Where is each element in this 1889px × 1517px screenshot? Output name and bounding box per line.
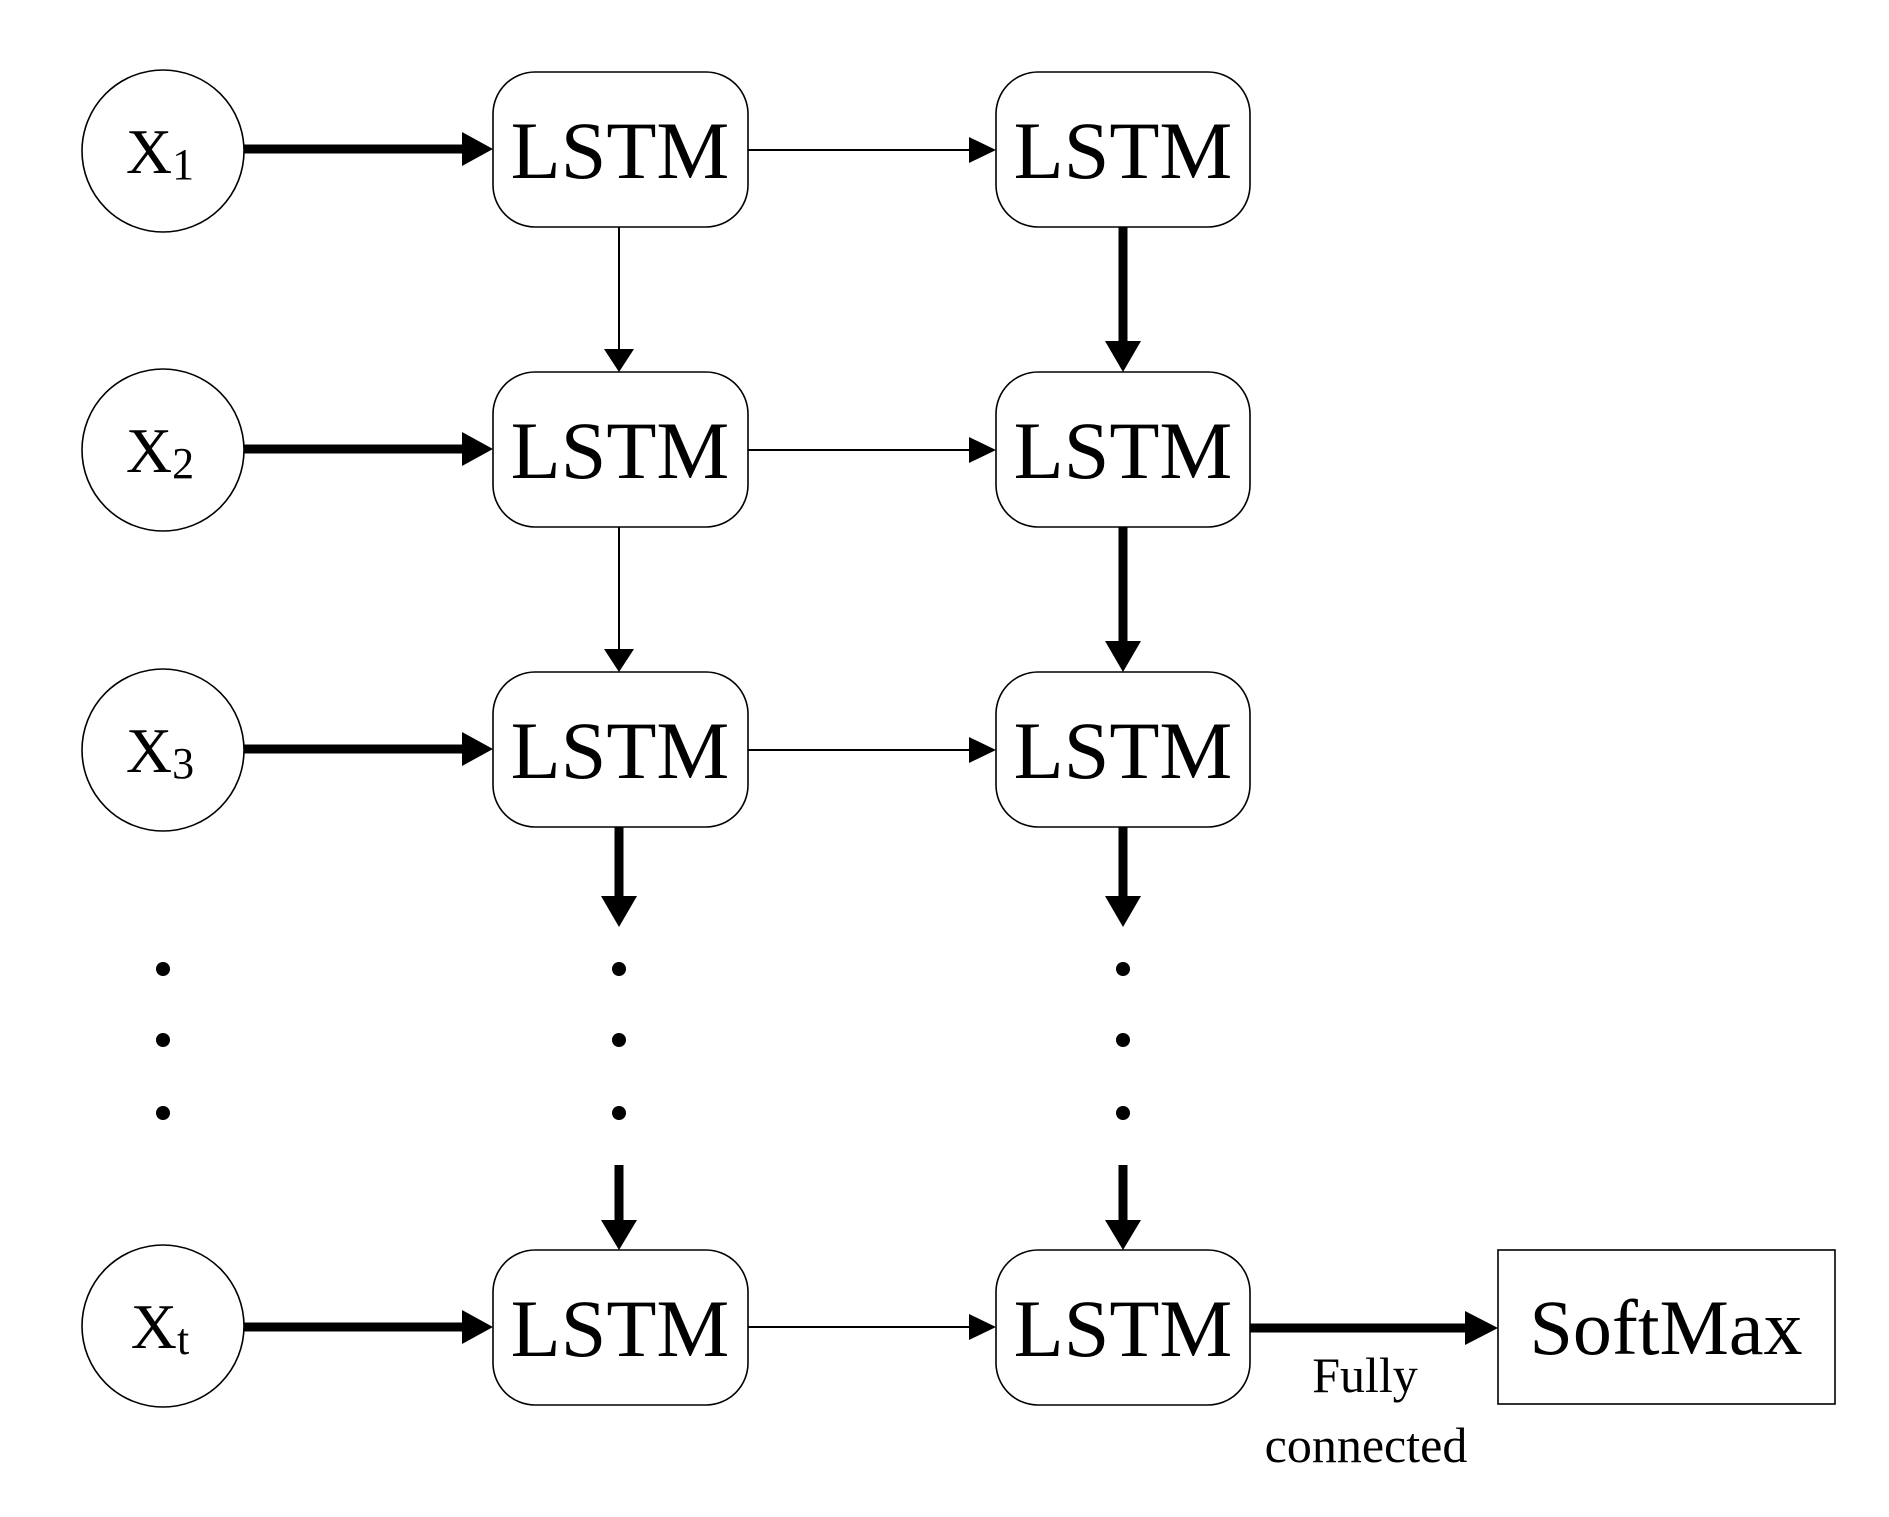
arrow-head (462, 1310, 493, 1344)
input-column-ellipsis (156, 962, 170, 1120)
input-label-x2: X2 (126, 415, 194, 488)
arrow-head (1105, 641, 1141, 672)
input-node-x3: X3 (81, 668, 245, 832)
softmax-node: SoftMax (1497, 1249, 1836, 1405)
lstm-layer2-cell-t: LSTM (995, 1249, 1251, 1406)
fully-connected-label-line2: connected (1265, 1417, 1468, 1473)
arrow-layer2-row2-to-row3 (1105, 527, 1141, 672)
arrow-layer1-to-layer2-row1 (748, 137, 996, 163)
lstm-box-label: LSTM (511, 405, 730, 496)
lstm-layer2-column: LSTM LSTM LSTM LSTM (995, 71, 1251, 1406)
input-node-x1: X1 (81, 69, 245, 233)
input-label-xt: Xt (131, 1291, 189, 1364)
arrow-head (1105, 341, 1141, 372)
ellipsis-dot (1116, 1106, 1130, 1120)
input-label-x3: X3 (126, 715, 194, 788)
arrow-dots-to-layer2-rowt (1105, 1165, 1141, 1250)
ellipsis-dot (612, 962, 626, 976)
arrow-head (604, 649, 634, 672)
fully-connected-label-line1: Fully (1312, 1347, 1418, 1403)
lstm-layer2-cell-3: LSTM (995, 671, 1251, 828)
input-node-xt: Xt (81, 1244, 245, 1408)
lstm-box-label: LSTM (1014, 105, 1233, 196)
layer1-column-ellipsis (612, 962, 626, 1120)
softmax-box (1497, 1249, 1836, 1405)
arrow-head (1105, 896, 1141, 927)
lstm-box-label: LSTM (1014, 405, 1233, 496)
lstm-layer1-column: LSTM LSTM LSTM LSTM (492, 71, 749, 1406)
arrow-head (1105, 1220, 1141, 1250)
layer2-column-ellipsis (1116, 962, 1130, 1120)
ellipsis-dot (156, 962, 170, 976)
lstm-layer1-cell-1: LSTM (492, 71, 749, 228)
arrow-head (1465, 1311, 1498, 1345)
arrow-head (462, 432, 493, 466)
lstm-layer1-cell-t: LSTM (492, 1249, 749, 1406)
ellipsis-dot (1116, 962, 1130, 976)
arrow-layer1-row1-to-row2 (604, 227, 634, 372)
arrow-x1-to-lstm (244, 132, 493, 166)
arrow-xt-to-lstm (244, 1310, 493, 1344)
arrow-layer1-to-layer2-rowt (748, 1314, 996, 1340)
arrow-head (969, 737, 996, 763)
arrow-layer2-row1-to-row2 (1105, 227, 1141, 372)
arrow-x3-to-lstm (244, 732, 493, 766)
arrow-layer1-to-layer2-row2 (748, 437, 996, 463)
lstm-box-label: LSTM (1014, 705, 1233, 796)
arrow-layer1-row2-to-row3 (604, 527, 634, 672)
lstm-layer2-cell-1: LSTM (995, 71, 1251, 228)
lstm-box-label: LSTM (511, 105, 730, 196)
lstm-layer2-cell-2: LSTM (995, 371, 1251, 528)
arrow-layer2-row3-to-dots (1105, 827, 1141, 927)
ellipsis-dot (156, 1106, 170, 1120)
input-column: X1 X2 X3 Xt (81, 69, 245, 1408)
ellipsis-dot (1116, 1033, 1130, 1047)
arrow-head (604, 349, 634, 372)
ellipsis-dot (612, 1033, 626, 1047)
arrow-head (601, 896, 637, 927)
lstm-box-label: LSTM (1014, 1283, 1233, 1374)
input-node-x2: X2 (81, 368, 245, 532)
input-label-x1: X1 (126, 116, 194, 189)
arrow-x2-to-lstm (244, 432, 493, 466)
lstm-box-label: LSTM (511, 705, 730, 796)
lstm-layer1-cell-3: LSTM (492, 671, 749, 828)
arrow-layer1-to-layer2-row3 (748, 737, 996, 763)
lstm-layer1-cell-2: LSTM (492, 371, 749, 528)
arrow-lstm-to-softmax: Fully connected (1250, 1311, 1498, 1473)
arrow-head (462, 732, 493, 766)
arrow-head (969, 437, 996, 463)
arrow-head (969, 1314, 996, 1340)
arrow-head (462, 132, 493, 166)
ellipsis-dot (612, 1106, 626, 1120)
lstm-box-label: LSTM (511, 1283, 730, 1374)
ellipsis-dot (156, 1033, 170, 1047)
softmax-label: SoftMax (1530, 1284, 1803, 1371)
arrow-head (601, 1220, 637, 1250)
arrow-layer1-row3-to-dots (601, 827, 637, 927)
arrow-dots-to-layer1-rowt (601, 1165, 637, 1250)
arrow-head (969, 137, 996, 163)
